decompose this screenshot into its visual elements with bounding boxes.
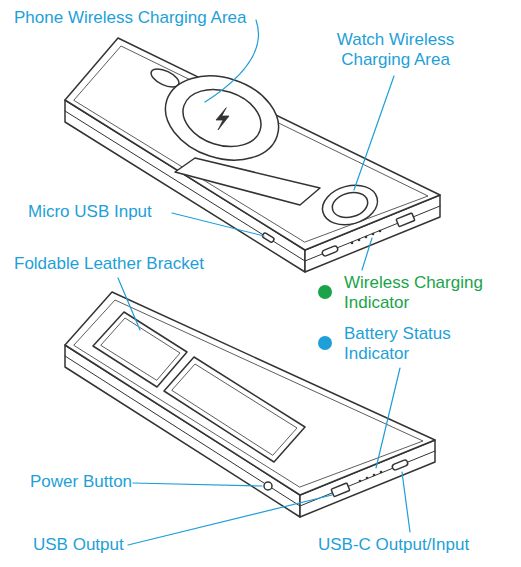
part-label: USB Output bbox=[33, 535, 124, 555]
part-label: Power Button bbox=[30, 472, 132, 492]
part-label: Phone Wireless Charging Area bbox=[14, 8, 246, 28]
part-label: Micro USB Input bbox=[28, 202, 152, 222]
indicator-label: Wireless Charging Indicator bbox=[344, 273, 506, 313]
indicator-dot bbox=[318, 285, 332, 299]
part-label: Foldable Leather Bracket bbox=[14, 254, 204, 274]
indicator-dot bbox=[318, 336, 332, 350]
part-label: Watch Wireless Charging Area bbox=[318, 30, 473, 70]
part-label: USB-C Output/Input bbox=[318, 535, 469, 555]
power-bank-top-view bbox=[65, 38, 440, 272]
indicator-label: Battery Status Indicator bbox=[344, 324, 506, 364]
